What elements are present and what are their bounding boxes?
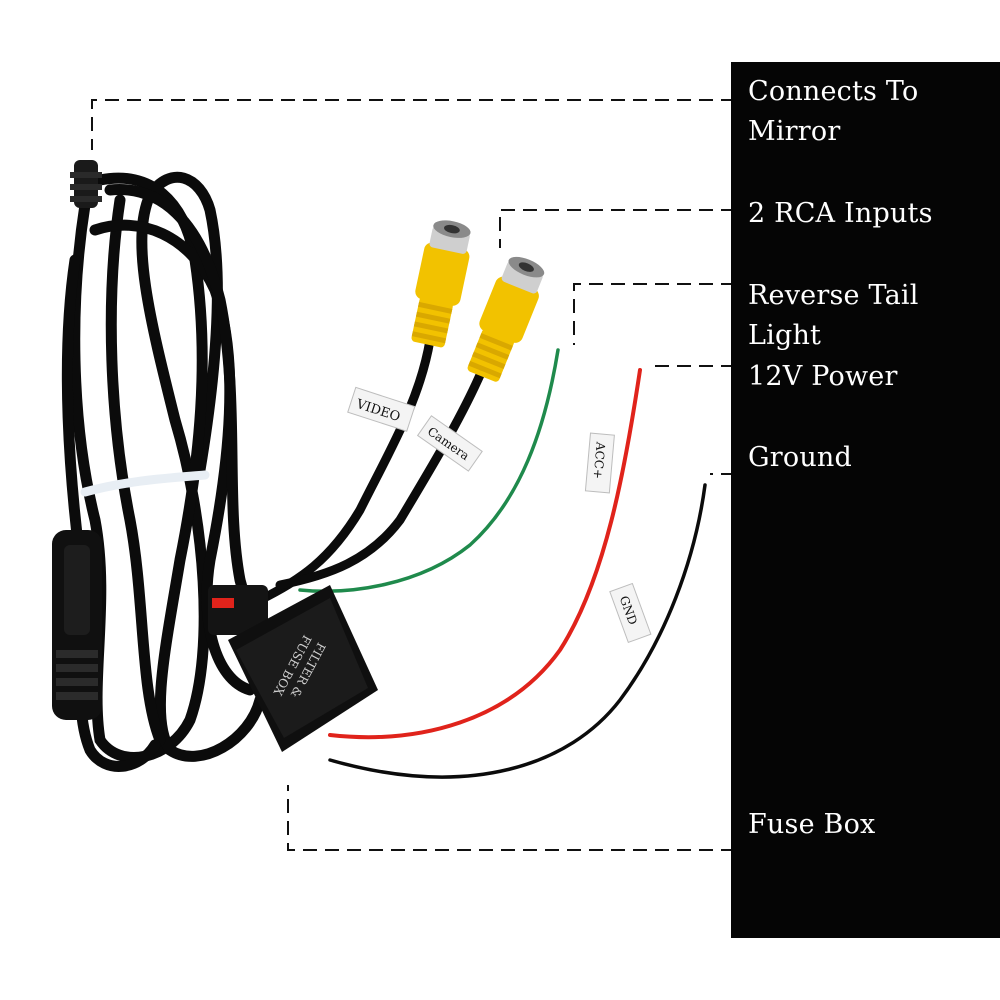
callout-rca-inputs: 2 RCA Inputs	[748, 198, 933, 229]
leader-fuse	[287, 785, 735, 851]
callout-mirror: Connects To Mirror	[748, 76, 919, 147]
acc-tag: ACC+	[584, 432, 615, 494]
leader-reverse	[573, 283, 735, 345]
callout-12v-power: 12V Power	[748, 361, 898, 392]
gnd-tag: GND	[609, 582, 652, 644]
svg-text:ACC+: ACC+	[591, 440, 608, 479]
cable-tie	[80, 470, 210, 497]
leader-lines	[91, 99, 735, 851]
label-panel	[731, 62, 1000, 938]
inline-cable-connector	[52, 530, 102, 720]
leader-mirror	[91, 99, 735, 150]
mirror-connector	[70, 160, 102, 208]
rca-cables	[255, 335, 485, 605]
reverse-wire-green	[298, 348, 560, 593]
fuse-box: FILTER & FUSE BOX	[208, 585, 378, 752]
callout-ground: Ground	[748, 442, 852, 473]
callout-fuse-box: Fuse Box	[748, 809, 876, 840]
camera-tag: Camera	[416, 415, 483, 472]
power-wire-red	[328, 368, 642, 740]
callout-reverse-tail-light: Reverse Tail Light	[748, 280, 919, 351]
rca-plug-camera	[467, 256, 545, 382]
video-tag: VIDEO	[347, 386, 416, 432]
rca-plug-video	[411, 220, 471, 348]
leader-rca	[499, 209, 735, 248]
ground-wire-black	[328, 483, 707, 779]
